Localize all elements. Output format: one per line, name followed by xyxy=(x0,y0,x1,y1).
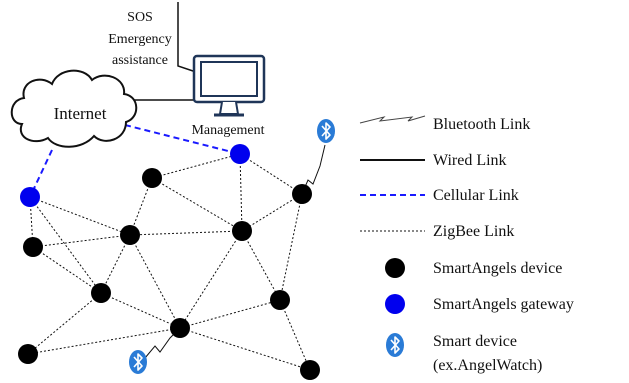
legend-bluetooth-icon xyxy=(385,332,405,358)
device-node xyxy=(292,184,312,204)
device-node xyxy=(300,360,320,380)
bluetooth-icon xyxy=(128,349,148,375)
legend-bluetooth-label: Bluetooth Link xyxy=(433,116,530,133)
computer-monitor-icon xyxy=(192,54,266,117)
smartangels-gateways xyxy=(20,144,250,207)
legend-gateway-label: SmartAngels gateway xyxy=(433,296,574,313)
legend-wired-label: Wired Link xyxy=(433,152,507,169)
zigbee-links xyxy=(27,153,311,371)
management-label: Management xyxy=(191,123,264,138)
device-node xyxy=(23,237,43,257)
device-node xyxy=(270,290,290,310)
device-node xyxy=(91,283,111,303)
internet-label: Internet xyxy=(54,104,107,123)
legend-cellular-label: Cellular Link xyxy=(433,187,519,204)
device-node xyxy=(170,318,190,338)
legend-gateway-swatch xyxy=(385,294,405,314)
smartangels-devices xyxy=(18,168,320,380)
legend-smart-device-label-line1: Smart device xyxy=(433,333,517,350)
legend-device-swatch xyxy=(385,258,405,278)
legend: Bluetooth Link Wired Link Cellular Link … xyxy=(359,115,574,374)
cloud-icon xyxy=(10,69,138,148)
sos-label-line2: Emergency xyxy=(108,32,172,47)
legend-bluetooth-swatch xyxy=(359,115,426,124)
device-node xyxy=(18,344,38,364)
bluetooth-icon xyxy=(316,118,336,144)
legend-zigbee-label: ZigBee Link xyxy=(433,223,514,240)
device-node xyxy=(120,225,140,245)
legend-smart-device-label-line2: (ex.AngelWatch) xyxy=(433,357,542,374)
legend-device-label: SmartAngels device xyxy=(433,260,562,277)
sos-label-line1: SOS xyxy=(127,10,153,25)
device-node xyxy=(232,221,252,241)
gateway-node xyxy=(20,187,40,207)
sos-label-line3: assistance xyxy=(112,53,168,68)
device-node xyxy=(142,168,162,188)
gateway-node xyxy=(230,144,250,164)
